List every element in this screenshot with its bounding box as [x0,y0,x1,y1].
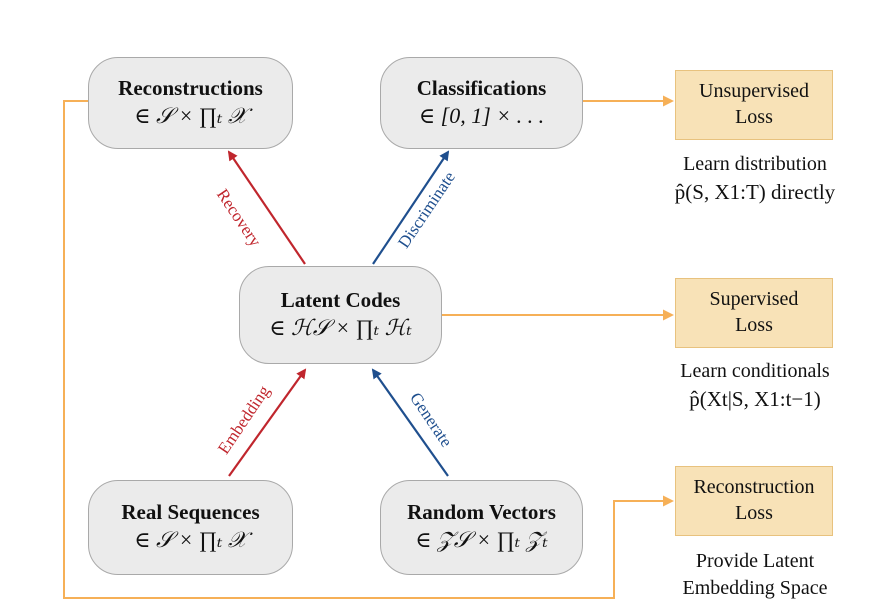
reconstruction-connector [63,100,674,599]
reconstruction-loss-line2: Loss [735,502,773,524]
latent-codes-set: ∈ ℋ𝒮 × ∏ₜ ℋₜ [269,314,412,340]
reconstruction-caption-line1: Provide Latent [695,550,815,572]
reconstruction-caption-line2: Embedding Space [682,577,828,599]
unsupervised-caption-line1: Learn distribution [683,153,827,175]
random-vectors-title: Random Vectors [407,500,556,525]
classifications-node: Classifications ∈ [0, 1] × . . . [380,57,583,149]
latent-codes-node: Latent Codes ∈ ℋ𝒮 × ∏ₜ ℋₜ [239,266,442,364]
classifications-set: ∈ [0, 1] × . . . [418,102,545,128]
unsupervised-loss-line1: Unsupervised [699,80,809,103]
reconstructions-set: ∈ 𝒮 × ∏ₜ 𝒳 [134,102,247,128]
random-vectors-node: Random Vectors ∈ 𝒵𝒮 × ∏ₜ 𝒵ₜ [380,480,583,575]
recovery-arrow [227,150,306,265]
real-sequences-title: Real Sequences [121,500,260,525]
unsupervised-loss-line2: Loss [735,106,773,128]
embedding-arrow [228,368,307,477]
supervised-loss-line1: Supervised [709,288,799,311]
generate-arrow [371,368,449,477]
real-sequences-node: Real Sequences ∈ 𝒮 × ∏ₜ 𝒳 [88,480,293,575]
reconstructions-node: Reconstructions ∈ 𝒮 × ∏ₜ 𝒳 [88,57,293,149]
unsupervised-loss-box: Unsupervised Loss [675,70,833,140]
reconstruction-loss-line1: Reconstruction [693,476,815,499]
supervised-caption-line2: p̂(Xt|S, X1:t−1) [689,387,821,411]
supervised-caption-line1: Learn conditionals [680,360,830,382]
random-vectors-set: ∈ 𝒵𝒮 × ∏ₜ 𝒵ₜ [415,527,548,553]
reconstructions-title: Reconstructions [118,75,263,100]
discriminate-arrow [372,150,450,265]
classifications-title: Classifications [416,75,547,100]
unsupervised-caption-line2: p̂(S, X1:T) directly [674,180,836,204]
supervised-caption: Learn conditionals p̂(Xt|S, X1:t−1) [650,358,860,413]
reconstruction-caption: Provide Latent Embedding Space [650,548,860,602]
real-sequences-set: ∈ 𝒮 × ∏ₜ 𝒳 [134,527,247,553]
supervised-loss-line2: Loss [735,314,773,336]
unsupervised-caption: Learn distribution p̂(S, X1:T) directly [650,151,860,206]
supervised-loss-box: Supervised Loss [675,278,833,348]
latent-codes-title: Latent Codes [280,287,401,312]
reconstruction-loss-box: Reconstruction Loss [675,466,833,536]
